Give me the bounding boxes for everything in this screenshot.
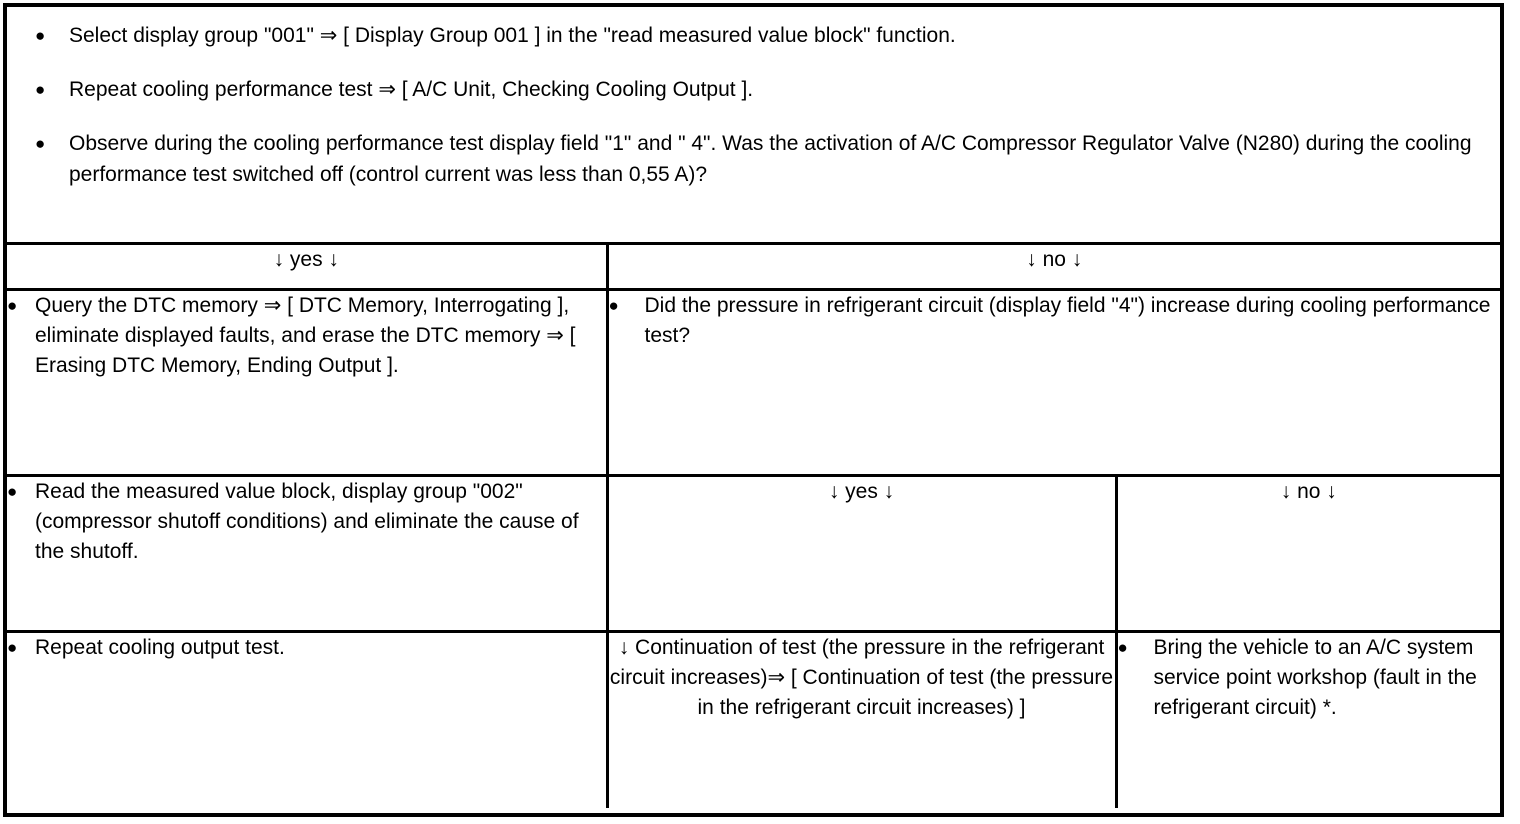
yes-step-3-cell: ● Repeat cooling output test.	[7, 632, 607, 808]
sub-yes-label: ↓ yes ↓	[828, 480, 895, 503]
yes-label: ↓ yes ↓	[273, 248, 339, 271]
step-item: ● Select display group "001" ⇒ [ Display…	[35, 20, 1474, 51]
table-row: ● Query the DTC memory ⇒ [ DTC Memory, I…	[7, 289, 1500, 477]
workshop-result-cell: ● Bring the vehicle to an A/C system ser…	[1114, 631, 1500, 808]
decision-table: ↓ yes ↓ ↓ no ↓ ● Query the DTC memory ⇒ …	[7, 242, 1500, 808]
step-item: ● Did the pressure in refrigerant circui…	[608, 291, 1500, 351]
step-text: Read the measured value block, display g…	[35, 480, 579, 563]
step-text: Bring the vehicle to an A/C system servi…	[1153, 636, 1477, 719]
table-row: ● Repeat cooling output test. ↓ Continua…	[7, 631, 1500, 808]
no-question-cell: ● Did the pressure in refrigerant circui…	[605, 289, 1500, 477]
bullet-icon: ●	[35, 26, 46, 45]
step-item: ● Repeat cooling output test.	[7, 633, 606, 663]
step-item: ● Bring the vehicle to an A/C system ser…	[1117, 633, 1500, 723]
step-text: Did the pressure in refrigerant circuit …	[644, 294, 1491, 347]
sub-yes-header: ↓ yes ↓	[605, 475, 1116, 633]
step-text: Repeat cooling performance test ⇒ [ A/C …	[69, 78, 754, 101]
bullet-icon: ●	[1117, 638, 1128, 657]
intro-steps: ● Select display group "001" ⇒ [ Display…	[7, 7, 1500, 242]
bullet-icon: ●	[608, 296, 619, 315]
sub-no-label: ↓ no ↓	[1280, 480, 1337, 503]
yes-step-1-cell: ● Query the DTC memory ⇒ [ DTC Memory, I…	[7, 289, 607, 477]
step-item: ● Read the measured value block, display…	[7, 477, 606, 567]
bullet-icon: ●	[7, 296, 18, 315]
step-text: Repeat cooling output test.	[35, 636, 285, 659]
step-item: ● Query the DTC memory ⇒ [ DTC Memory, I…	[7, 291, 606, 381]
continuation-text: ↓ Continuation of test (the pressure in …	[609, 636, 1114, 719]
step-text: Observe during the cooling performance t…	[69, 132, 1472, 186]
no-label: ↓ no ↓	[1026, 248, 1083, 271]
no-branch-header: ↓ no ↓	[605, 243, 1500, 291]
yes-step-2-cell: ● Read the measured value block, display…	[7, 475, 607, 633]
yes-branch-header: ↓ yes ↓	[7, 243, 607, 291]
table-row: ● Read the measured value block, display…	[7, 475, 1500, 633]
bullet-icon: ●	[7, 482, 18, 501]
procedure-table-frame: ● Select display group "001" ⇒ [ Display…	[3, 3, 1504, 817]
step-item: ● Repeat cooling performance test ⇒ [ A/…	[35, 74, 1474, 105]
branch-header-row: ↓ yes ↓ ↓ no ↓	[7, 243, 1500, 291]
bullet-icon: ●	[35, 134, 46, 153]
step-text: Query the DTC memory ⇒ [ DTC Memory, Int…	[35, 294, 576, 377]
bullet-icon: ●	[35, 80, 46, 99]
sub-no-header: ↓ no ↓	[1114, 475, 1500, 633]
continuation-result-cell: ↓ Continuation of test (the pressure in …	[605, 631, 1116, 808]
bullet-icon: ●	[7, 638, 18, 657]
step-text: Select display group "001" ⇒ [ Display G…	[69, 24, 956, 47]
step-item: ● Observe during the cooling performance…	[35, 128, 1474, 190]
